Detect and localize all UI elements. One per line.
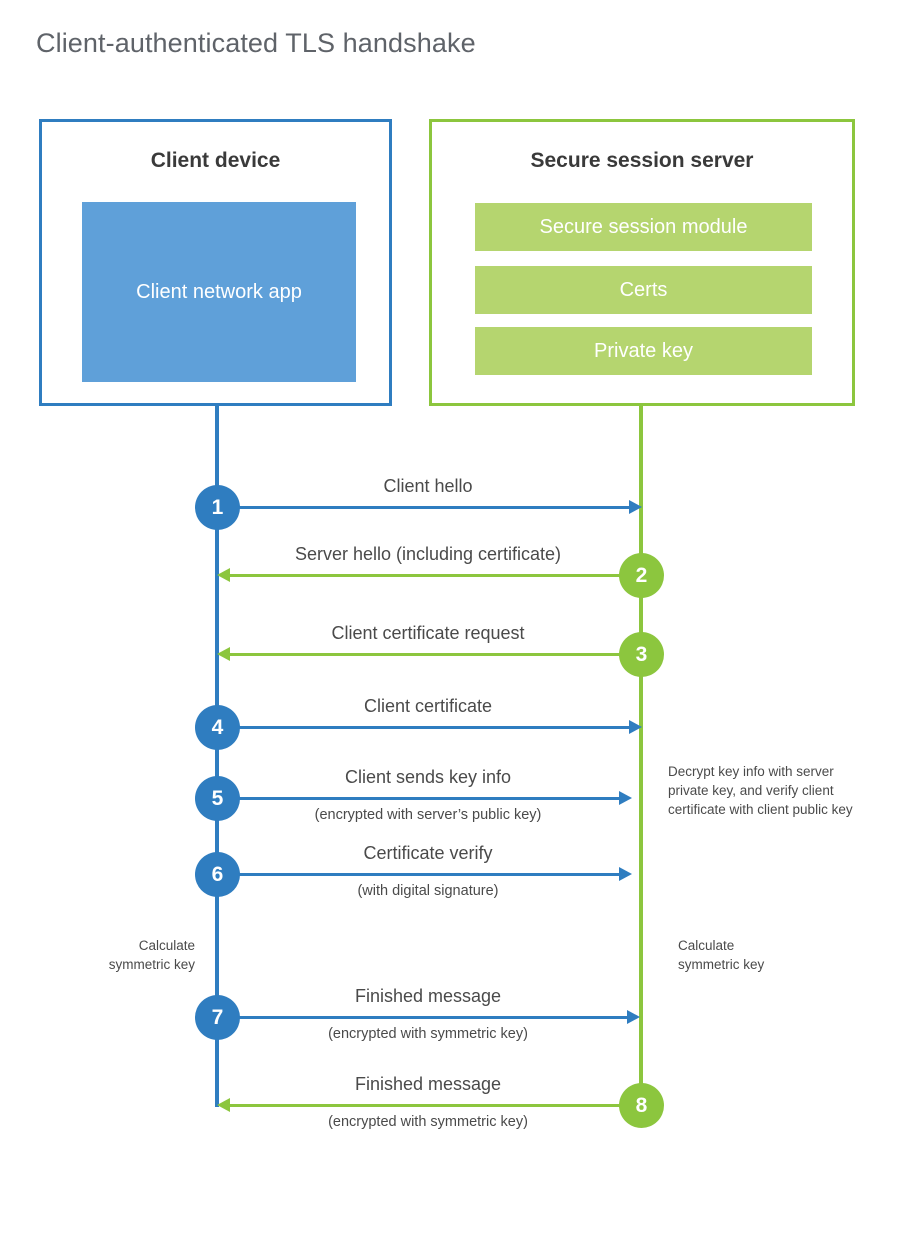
message-line-6	[217, 873, 621, 876]
client-lifeline	[215, 406, 219, 1107]
message-label-2: Server hello (including certificate)	[294, 544, 562, 564]
client-device-title: Client device	[150, 149, 281, 172]
message-line-2	[230, 574, 641, 577]
message-arrowhead-4	[629, 720, 642, 734]
message-label-1: Client hello	[383, 476, 473, 496]
client-network-app-box: Client network app	[82, 202, 356, 382]
step-badge-6: 6	[195, 852, 240, 897]
message-line-5	[217, 797, 621, 800]
note-calculate-symmetric-key-server: Calculate symmetric key	[678, 938, 765, 973]
server-component-certs: Certs	[475, 266, 812, 314]
step-badge-7: 7	[195, 995, 240, 1040]
message-line-7	[217, 1016, 629, 1019]
message-label-7: Finished message	[354, 986, 502, 1006]
step-badge-4: 4	[195, 705, 240, 750]
secure-session-server-title: Secure session server	[530, 149, 754, 172]
note-decrypt-key-info: Decrypt key info with server private key…	[668, 764, 853, 818]
step-badge-5: 5	[195, 776, 240, 821]
page-title: Client-authenticated TLS handshake	[36, 28, 476, 58]
message-arrowhead-5	[619, 791, 632, 805]
message-arrowhead-6	[619, 867, 632, 881]
message-line-3	[230, 653, 641, 656]
message-arrowhead-8	[217, 1098, 230, 1112]
message-label-6: Certificate verify	[363, 843, 493, 863]
step-badge-3: 3	[619, 632, 664, 677]
message-sublabel-8: (encrypted with symmetric key)	[328, 1114, 528, 1130]
secure-session-server-box: Secure session server Secure session mod…	[429, 119, 855, 406]
message-arrowhead-1	[629, 500, 642, 514]
client-device-box: Client device Client network app	[39, 119, 392, 406]
message-sublabel-6: (with digital signature)	[357, 883, 499, 899]
step-badge-1: 1	[195, 485, 240, 530]
message-label-4: Client certificate	[363, 696, 493, 716]
message-label-8: Finished message	[354, 1074, 502, 1094]
step-badge-8: 8	[619, 1083, 664, 1128]
message-line-4	[217, 726, 631, 729]
message-line-8	[230, 1104, 641, 1107]
message-arrowhead-2	[217, 568, 230, 582]
message-arrowhead-3	[217, 647, 230, 661]
message-line-1	[217, 506, 631, 509]
step-badge-2: 2	[619, 553, 664, 598]
message-label-5: Client sends key info	[344, 767, 512, 787]
server-component-secure-session-module: Secure session module	[475, 203, 812, 251]
message-arrowhead-7	[627, 1010, 640, 1024]
message-sublabel-5: (encrypted with server’s public key)	[314, 807, 542, 823]
server-lifeline	[639, 406, 643, 1106]
server-component-private-key: Private key	[475, 327, 812, 375]
note-calculate-symmetric-key-client: Calculate symmetric key	[108, 938, 195, 973]
message-label-3: Client certificate request	[331, 623, 525, 643]
message-sublabel-7: (encrypted with symmetric key)	[328, 1026, 528, 1042]
